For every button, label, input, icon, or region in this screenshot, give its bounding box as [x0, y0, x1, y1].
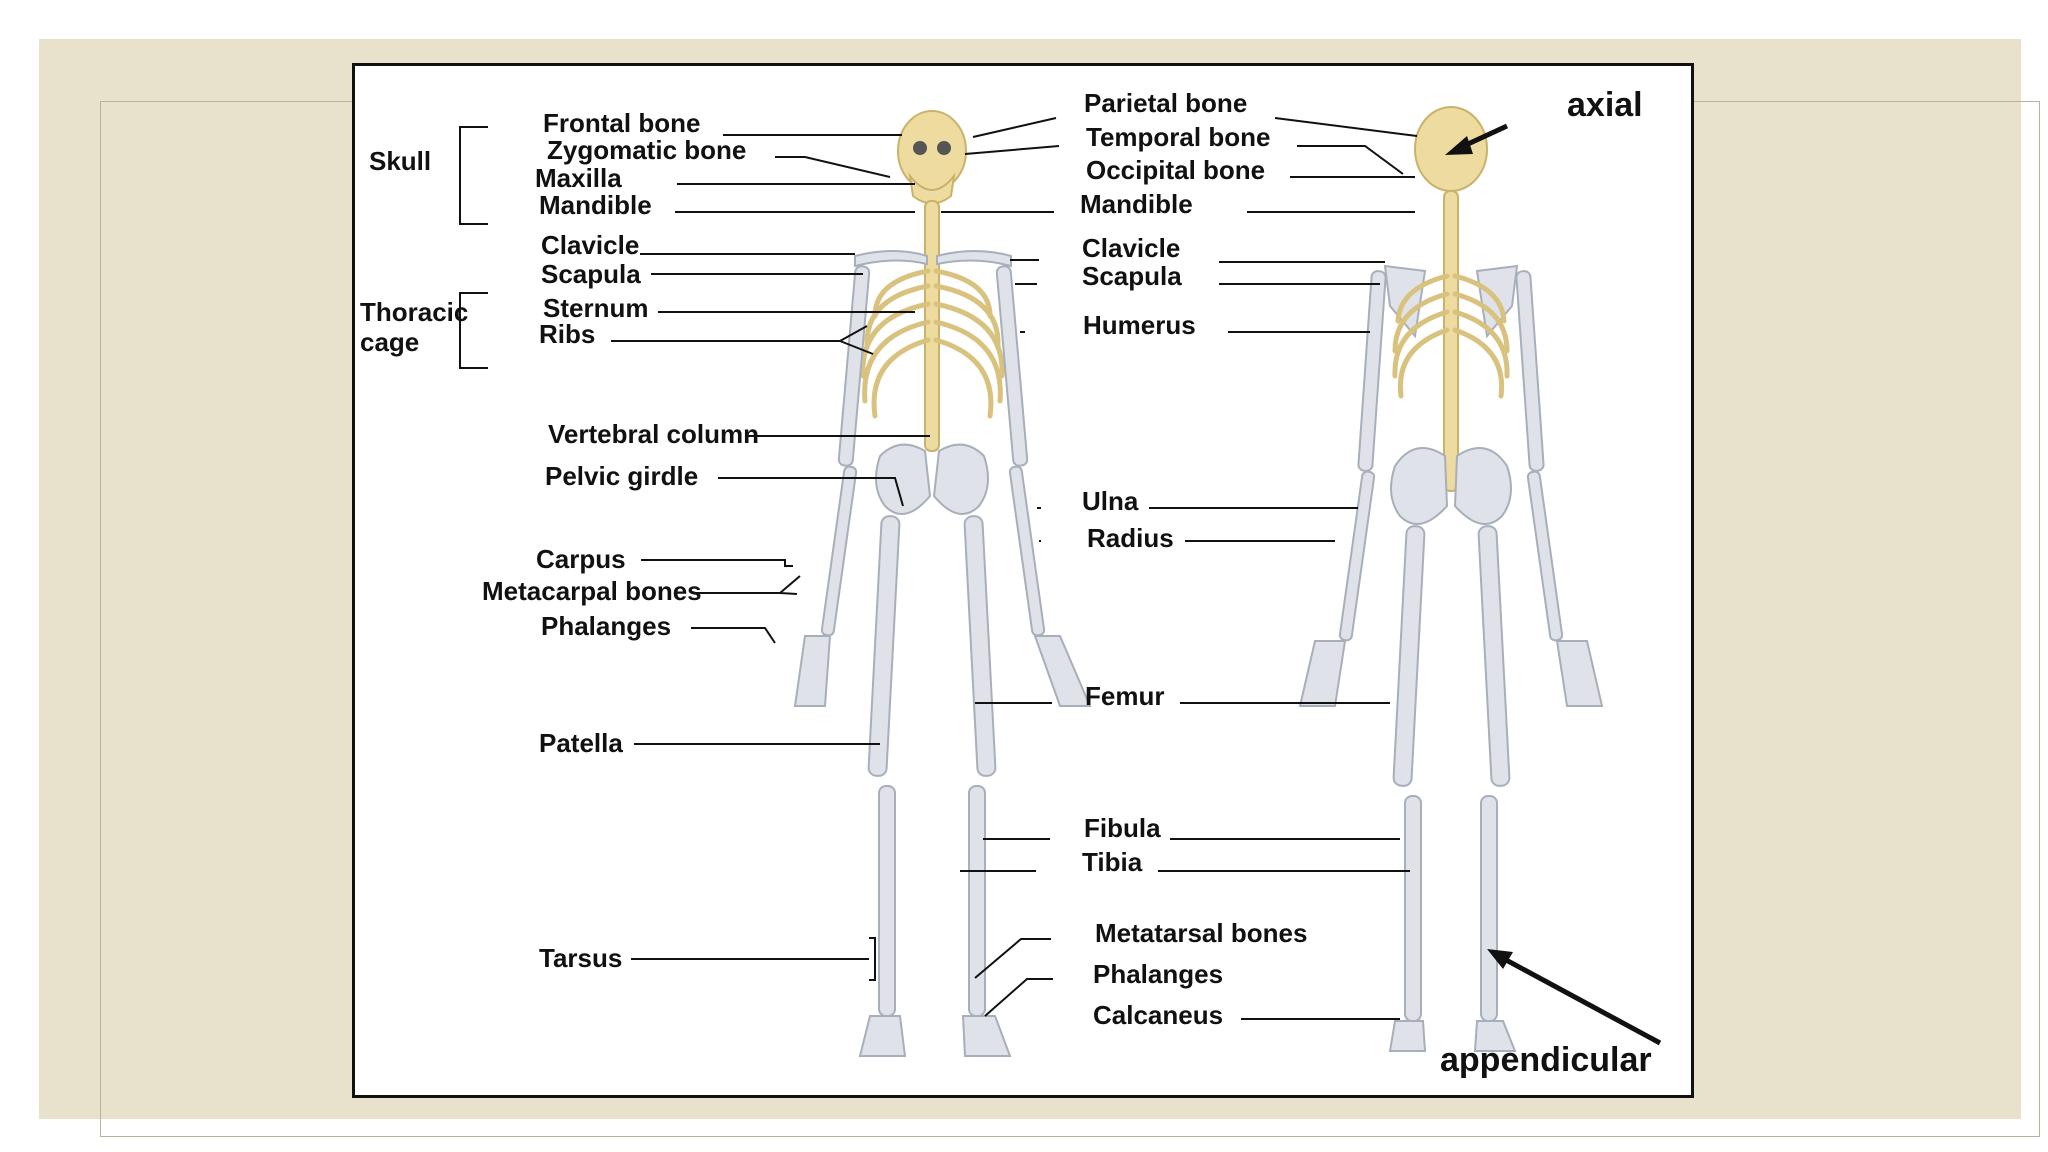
label-sternum: Sternum: [543, 293, 648, 323]
label-metacarpal-bones: Metacarpal bones: [482, 576, 702, 606]
label-humerus: Humerus: [1083, 310, 1196, 340]
label-tarsus: Tarsus: [539, 943, 622, 973]
label-zygomatic-bone: Zygomatic bone: [547, 135, 746, 165]
label-phalanges-hand: Phalanges: [541, 611, 671, 641]
label-mandible-right: Mandible: [1080, 189, 1193, 219]
leader-lines: [459, 117, 1662, 1046]
label-scapula-left: Scapula: [541, 259, 641, 289]
label-fibula: Fibula: [1084, 813, 1161, 843]
label-phalanges-foot: Phalanges: [1093, 959, 1223, 989]
label-patella: Patella: [539, 728, 623, 758]
front-skeleton: [793, 110, 1092, 1057]
skeleton-diagram: Skull Thoracic cage Frontal bone Zygomat…: [360, 86, 1662, 1079]
label-calcaneus: Calcaneus: [1093, 1000, 1223, 1030]
label-radius: Radius: [1087, 523, 1174, 553]
label-femur: Femur: [1085, 681, 1164, 711]
label-thoracic: Thoracic: [360, 297, 468, 327]
label-frontal-bone: Frontal bone: [543, 108, 700, 138]
label-clavicle-right: Clavicle: [1082, 233, 1180, 263]
label-cage: cage: [360, 327, 419, 357]
label-carpus: Carpus: [536, 544, 626, 574]
label-tibia: Tibia: [1082, 847, 1143, 877]
label-clavicle-left: Clavicle: [541, 230, 639, 260]
label-skull: Skull: [369, 146, 431, 176]
label-occipital-bone: Occipital bone: [1086, 155, 1265, 185]
back-skeleton: [1298, 106, 1604, 1052]
label-parietal-bone: Parietal bone: [1084, 88, 1247, 118]
label-ribs: Ribs: [539, 319, 595, 349]
callout-labels: axial appendicular: [1440, 86, 1652, 1079]
label-vertebral-column: Vertebral column: [548, 419, 759, 449]
label-scapula-right: Scapula: [1082, 261, 1182, 291]
label-temporal-bone: Temporal bone: [1086, 122, 1270, 152]
left-labels: Skull Thoracic cage Frontal bone Zygomat…: [360, 108, 759, 973]
label-ulna: Ulna: [1082, 486, 1139, 516]
middle-labels: Parietal bone Temporal bone Occipital bo…: [1080, 88, 1307, 1030]
label-appendicular: appendicular: [1440, 1041, 1652, 1079]
label-mandible-left: Mandible: [539, 190, 652, 220]
label-pelvic-girdle: Pelvic girdle: [545, 461, 698, 491]
label-axial: axial: [1567, 86, 1643, 124]
skeleton-figure: Skull Thoracic cage Frontal bone Zygomat…: [352, 63, 1694, 1098]
label-metatarsal-bones: Metatarsal bones: [1095, 918, 1307, 948]
label-maxilla: Maxilla: [535, 163, 622, 193]
